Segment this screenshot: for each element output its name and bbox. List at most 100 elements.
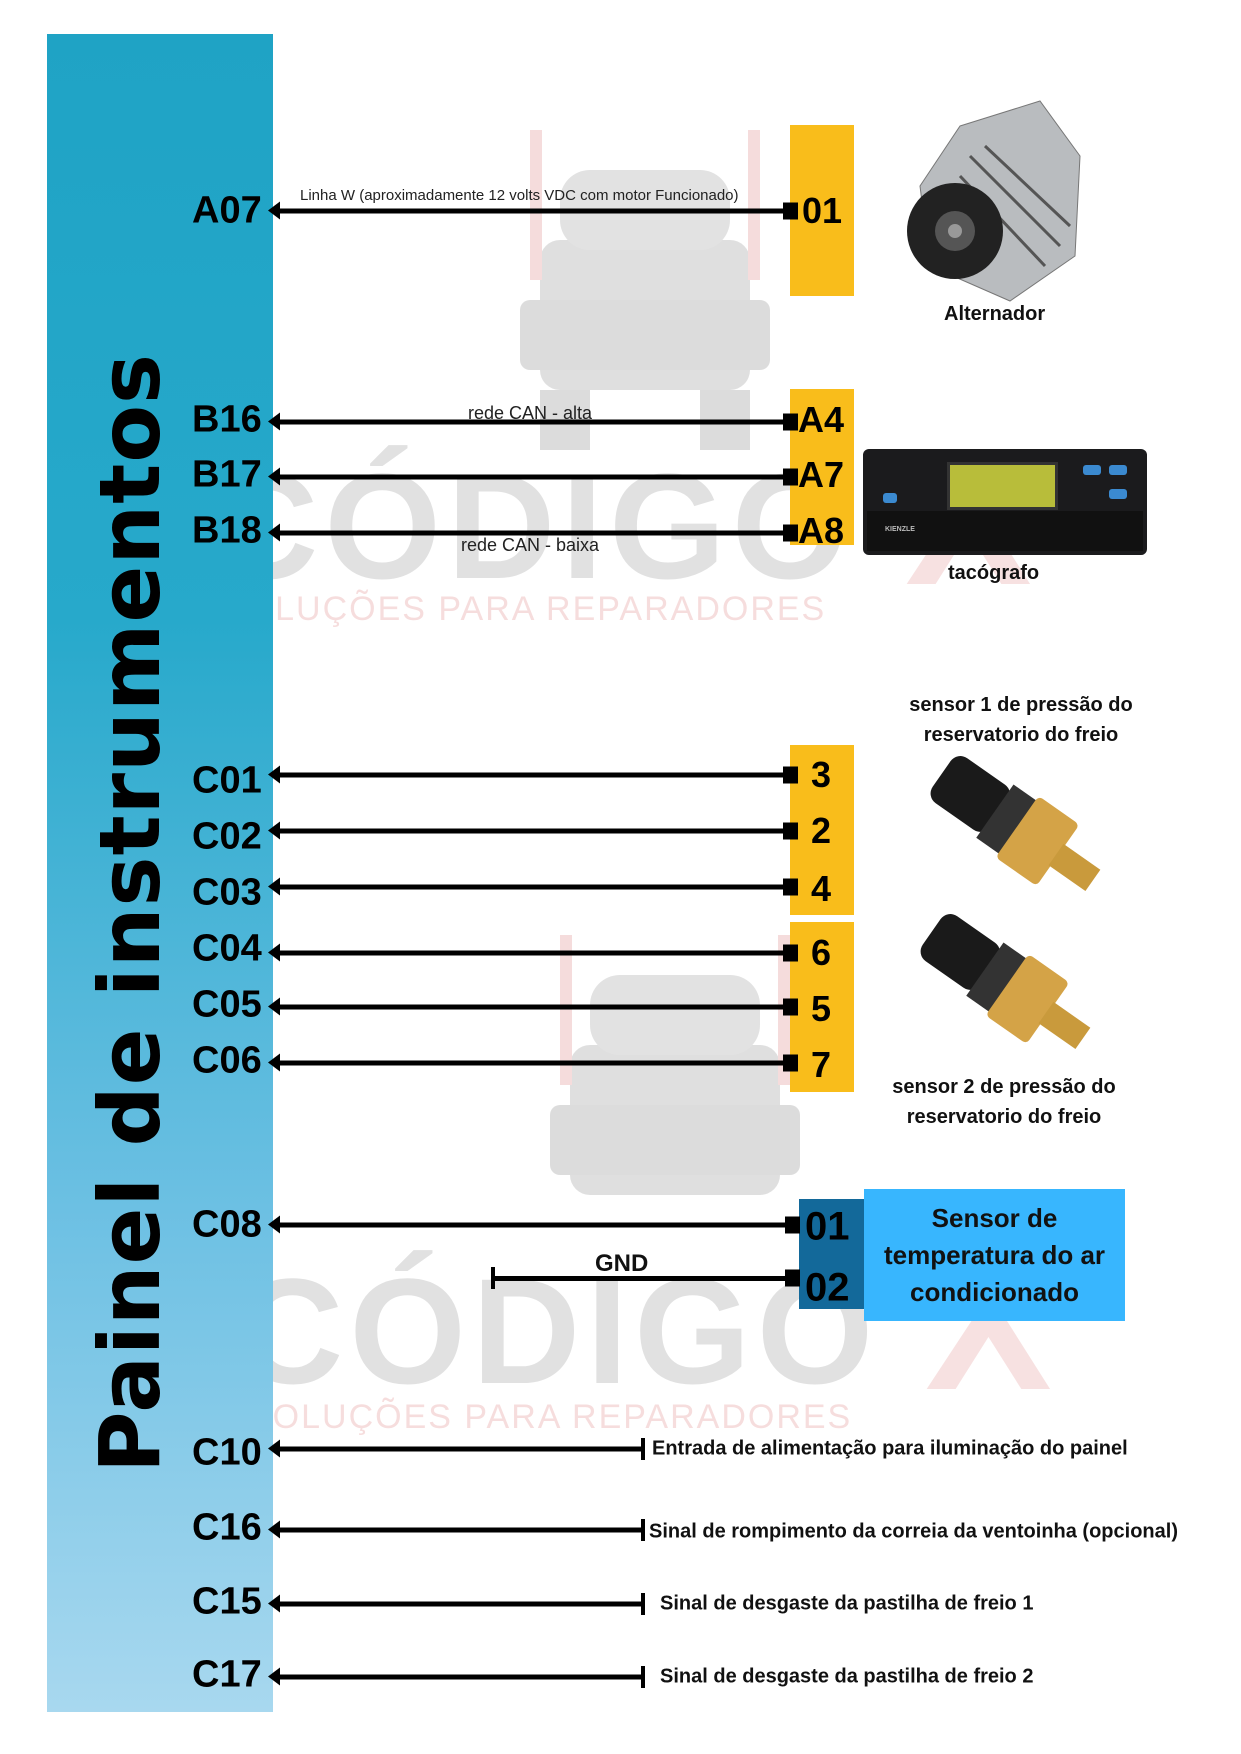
tachograph-button[interactable] — [1109, 489, 1127, 499]
sensor1-caption: sensor 1 de pressão do reservatorio do f… — [909, 690, 1132, 750]
tachograph-connector — [790, 389, 854, 545]
gnd-end-tick — [491, 1267, 495, 1289]
signal-description: Sinal de rompimento da correia da ventoi… — [649, 1520, 1178, 1543]
pin-label: C06 — [192, 1039, 262, 1082]
wire-end-tick — [641, 1519, 645, 1541]
terminal — [783, 202, 798, 220]
tachograph-drawer — [867, 511, 1143, 551]
watermark-brand: CÓDIGO — [235, 1247, 880, 1415]
caption-line: reservatorio do freio — [923, 724, 1119, 746]
wire — [268, 877, 786, 896]
terminal-number: 02 — [805, 1265, 850, 1310]
ac-sensor-label-line: condicionado — [910, 1276, 1079, 1307]
terminal — [785, 1216, 800, 1234]
pin-label: C03 — [192, 871, 262, 914]
wire — [268, 821, 786, 840]
pin-label: C16 — [192, 1506, 262, 1549]
pin-label: C10 — [192, 1431, 262, 1474]
wire-end-tick — [641, 1666, 645, 1688]
terminal-number: 5 — [811, 988, 832, 1029]
signal-description: Sinal de desgaste da pastilha de freio 1 — [660, 1592, 1034, 1615]
terminal-number: 2 — [811, 810, 832, 851]
watermark-tagline: SOLUÇÕES PARA REPARADORES — [248, 1398, 853, 1436]
terminal — [783, 1054, 798, 1072]
pin-label: C17 — [192, 1653, 262, 1696]
pin-label: C04 — [192, 927, 262, 970]
pressure-sensor-2-image — [890, 908, 1100, 1083]
wire — [268, 997, 786, 1016]
terminal — [783, 822, 798, 840]
caption-line: sensor 1 de pressão do — [909, 694, 1133, 716]
wire — [268, 467, 786, 486]
wire — [268, 1215, 786, 1234]
tachograph-image: KIENZLE — [863, 449, 1147, 555]
wire-end-tick — [641, 1438, 645, 1460]
alternator-caption: Alternador — [944, 303, 1046, 325]
terminal-number: 7 — [811, 1044, 832, 1085]
pin-label: B16 — [192, 398, 262, 441]
wire-label: Linha W (aproximadamente 12 volts VDC co… — [300, 187, 739, 204]
ac-sensor-connector — [799, 1199, 864, 1309]
can-high-label: rede CAN - alta — [468, 403, 593, 423]
pin-label: B17 — [192, 453, 262, 496]
pin-label: C02 — [192, 815, 262, 858]
watermark-brand: CÓDIGO — [210, 442, 855, 610]
wire — [268, 943, 786, 962]
caption-line: reservatorio do freio — [906, 1106, 1102, 1128]
wire — [268, 412, 786, 431]
pin-label: C15 — [192, 1580, 262, 1623]
terminal — [783, 998, 798, 1016]
tachograph-brand: KIENZLE — [885, 526, 915, 533]
tachograph-display — [947, 462, 1058, 510]
alternator-connector — [790, 125, 854, 296]
alternator-image — [890, 96, 1095, 306]
terminal-number: A8 — [798, 510, 845, 551]
can-low-label: rede CAN - baixa — [461, 535, 600, 555]
terminal — [783, 468, 798, 486]
pin-label: C01 — [192, 759, 262, 802]
terminal — [783, 766, 798, 784]
terminal-number: A4 — [798, 399, 845, 440]
gnd-label: GND — [595, 1250, 649, 1277]
wire — [268, 1053, 786, 1072]
signal-description: Entrada de alimentação para iluminação d… — [652, 1437, 1128, 1460]
terminal-number: 01 — [802, 190, 843, 231]
wire — [268, 523, 786, 542]
wire — [268, 1520, 643, 1539]
signal-description: Sinal de desgaste da pastilha de freio 2 — [660, 1665, 1034, 1688]
tachograph-button[interactable] — [1109, 465, 1127, 475]
instrument-panel-bar — [47, 34, 273, 1712]
terminal-number: A7 — [798, 454, 845, 495]
pin-label: C05 — [192, 983, 262, 1026]
pressure-sensor-1-image — [900, 750, 1110, 925]
sensor2-caption: sensor 2 de pressão do reservatorio do f… — [892, 1072, 1115, 1132]
pin-label: B18 — [192, 509, 262, 552]
pin-label: A07 — [192, 189, 262, 232]
ac-sensor-label-line: Sensor de — [931, 1202, 1058, 1233]
wire — [268, 1667, 643, 1686]
terminal-number: 01 — [805, 1204, 850, 1249]
sensor2-connector — [790, 922, 854, 1092]
watermark-truck — [530, 935, 820, 1265]
terminal — [783, 524, 798, 542]
tachograph-button[interactable] — [1083, 465, 1101, 475]
terminal — [783, 944, 798, 962]
wire — [268, 765, 786, 784]
wire — [268, 1594, 643, 1613]
sensor1-connector — [790, 745, 854, 915]
wire — [268, 201, 786, 220]
ac-sensor-box: Sensor de temperatura do ar condicionado — [864, 1189, 1125, 1321]
tachograph-button[interactable] — [883, 493, 897, 503]
panel-title: Painel de instrumentos — [81, 352, 179, 1474]
watermark-tagline: SOLUÇÕES PARA REPARADORES — [222, 590, 827, 628]
caption-line: sensor 2 de pressão do — [892, 1076, 1116, 1098]
terminal — [783, 878, 798, 896]
terminal-number: 3 — [811, 754, 832, 795]
gnd-wire — [493, 1276, 788, 1281]
pin-label: C08 — [192, 1203, 262, 1246]
terminal — [785, 1269, 800, 1287]
ac-sensor-label-line: temperatura do ar — [883, 1239, 1106, 1270]
tachograph-caption: tacógrafo — [948, 562, 1040, 584]
terminal-number: 4 — [811, 868, 832, 909]
wire — [268, 1439, 643, 1458]
